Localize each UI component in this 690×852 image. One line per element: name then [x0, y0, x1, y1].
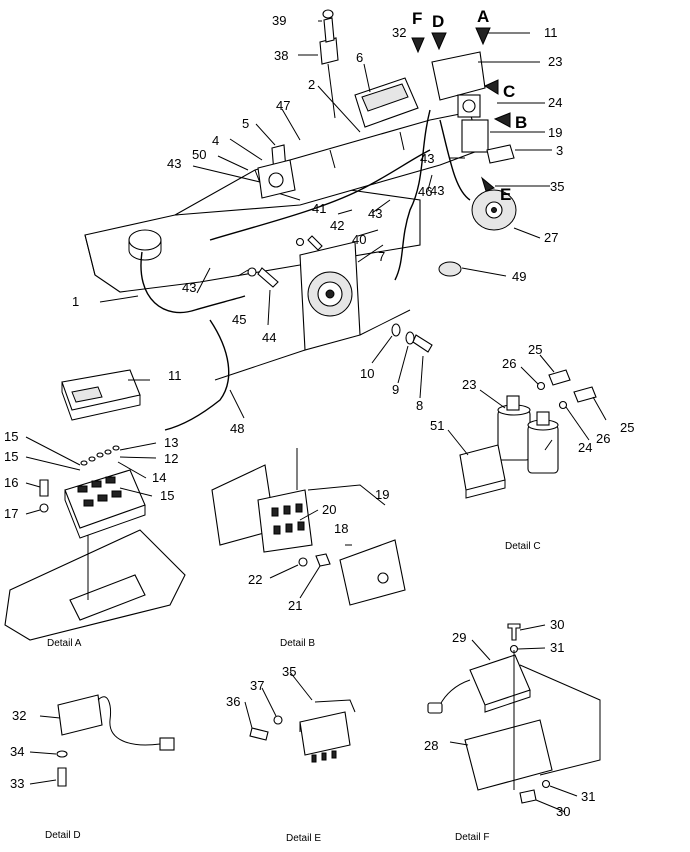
- callout-34: 34: [10, 744, 24, 759]
- callout-31-bottom: 31: [581, 789, 595, 804]
- detail-captions: Detail A Detail B Detail C Detail D Deta…: [45, 541, 541, 844]
- callout-21: 21: [288, 598, 302, 613]
- callout-23-detail-c: 23: [462, 377, 476, 392]
- detail-f-drawing: [427, 623, 601, 813]
- callout-6: 6: [356, 50, 363, 65]
- callout-7: 7: [378, 249, 385, 264]
- callout-43-c: 43: [368, 206, 382, 221]
- detail-d-drawing: [29, 694, 175, 787]
- callout-25-a: 25: [528, 342, 542, 357]
- callout-32-top: 32: [392, 25, 406, 40]
- callout-1: 1: [72, 294, 79, 309]
- callout-30-bottom: 30: [556, 804, 570, 819]
- callout-17: 17: [4, 506, 18, 521]
- caption-detail-a: Detail A: [47, 638, 82, 649]
- caption-detail-b: Detail B: [280, 638, 315, 649]
- callout-2: 2: [308, 77, 315, 92]
- callout-26-b: 26: [596, 431, 610, 446]
- caption-detail-f: Detail F: [455, 832, 489, 843]
- callout-20: 20: [322, 502, 336, 517]
- callout-10: 10: [360, 366, 374, 381]
- callout-9: 9: [392, 382, 399, 397]
- detail-c-drawing: [447, 354, 607, 499]
- callout-43-a: 43: [167, 156, 181, 171]
- callout-39: 39: [272, 13, 286, 28]
- callout-48: 48: [230, 421, 244, 436]
- callout-30-top: 30: [550, 617, 564, 632]
- callout-15-a: 15: [4, 429, 18, 444]
- view-arrow-d: D: [432, 12, 444, 31]
- callout-35-top: 35: [550, 179, 564, 194]
- callout-32-detail-d: 32: [12, 708, 26, 723]
- callout-16: 16: [4, 475, 18, 490]
- view-arrow-c: C: [503, 82, 515, 101]
- main-assembly: [84, 9, 517, 431]
- callout-43-e: 43: [430, 183, 444, 198]
- callout-50: 50: [192, 147, 206, 162]
- callout-33: 33: [10, 776, 24, 791]
- callout-3: 3: [556, 143, 563, 158]
- callout-41: 41: [312, 201, 326, 216]
- callout-22: 22: [248, 572, 262, 587]
- callout-38: 38: [274, 48, 288, 63]
- callout-13: 13: [164, 435, 178, 450]
- detail-e-drawing: [244, 671, 356, 763]
- callout-28: 28: [424, 738, 438, 753]
- caption-detail-e: Detail E: [286, 833, 321, 844]
- callout-49: 49: [512, 269, 526, 284]
- view-arrow-e: E: [500, 185, 511, 204]
- detail-a-drawing: [4, 369, 186, 641]
- callout-45: 45: [232, 312, 246, 327]
- view-arrows: [411, 27, 511, 192]
- callout-5: 5: [242, 116, 249, 131]
- callout-44: 44: [262, 330, 276, 345]
- callout-40: 40: [352, 232, 366, 247]
- callout-labels: 1 2 3 4 5 6 7 8 9 10 11 11 12 13 14 15 1…: [4, 13, 634, 819]
- callout-19-detail-b: 19: [375, 487, 389, 502]
- view-arrow-letters: A B C D E F: [412, 7, 527, 204]
- callout-24-top: 24: [548, 95, 562, 110]
- callout-23-top: 23: [548, 54, 562, 69]
- callout-43-d: 43: [420, 151, 434, 166]
- callout-11-top: 11: [544, 25, 558, 40]
- callout-18: 18: [334, 521, 348, 536]
- callout-43-b: 43: [182, 280, 196, 295]
- view-arrow-f: F: [412, 9, 422, 28]
- callout-15-c: 15: [160, 488, 174, 503]
- callout-35-detail-e: 35: [282, 664, 296, 679]
- callout-26-a: 26: [502, 356, 516, 371]
- callout-15-b: 15: [4, 449, 18, 464]
- callout-14: 14: [152, 470, 166, 485]
- callout-24-detail-c: 24: [578, 440, 592, 455]
- callout-29: 29: [452, 630, 466, 645]
- caption-detail-c: Detail C: [505, 541, 541, 552]
- callout-12: 12: [164, 451, 178, 466]
- callout-8: 8: [416, 398, 423, 413]
- callout-4: 4: [212, 133, 219, 148]
- callout-11-detail-a: 11: [168, 368, 182, 383]
- view-arrow-b: B: [515, 113, 527, 132]
- callout-42: 42: [330, 218, 344, 233]
- callout-51: 51: [430, 418, 444, 433]
- callout-36: 36: [226, 694, 240, 709]
- callout-46: 46: [418, 184, 432, 199]
- callout-19-top: 19: [548, 125, 562, 140]
- callout-37: 37: [250, 678, 264, 693]
- view-arrow-a: A: [477, 7, 489, 26]
- callout-47: 47: [276, 98, 290, 113]
- callout-25-b: 25: [620, 420, 634, 435]
- callout-31-top: 31: [550, 640, 564, 655]
- callout-27: 27: [544, 230, 558, 245]
- leader-lines: [99, 20, 552, 419]
- detail-b-drawing: [211, 448, 406, 606]
- caption-detail-d: Detail D: [45, 830, 81, 841]
